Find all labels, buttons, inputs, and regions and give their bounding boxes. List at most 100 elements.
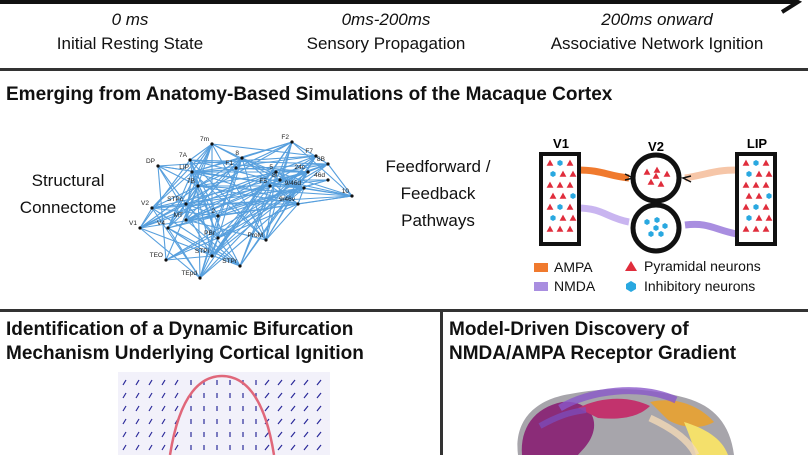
connectome-edge bbox=[291, 141, 329, 165]
connectome-edge bbox=[167, 171, 193, 229]
legend-pyramidal-label: Pyramidal neurons bbox=[644, 258, 761, 274]
connectome-node bbox=[268, 184, 272, 188]
pyramidal-neuron bbox=[546, 181, 554, 188]
connectome-edge bbox=[139, 159, 191, 229]
timeline-stage-resting: 0 ms Initial Resting State bbox=[0, 8, 260, 56]
legend-ampa-label: AMPA bbox=[554, 259, 593, 275]
connectome-node-label: 7A bbox=[179, 152, 188, 159]
connectome-node-label: TEpd bbox=[181, 270, 197, 277]
vector-field-arrow bbox=[122, 444, 127, 451]
connectome-edge bbox=[139, 215, 219, 229]
nmda-swatch bbox=[534, 281, 548, 291]
connectome-edge bbox=[239, 185, 271, 267]
connectome-node bbox=[196, 184, 200, 188]
connectome-node bbox=[190, 170, 194, 174]
connectome-node bbox=[326, 178, 330, 182]
connectome-node bbox=[314, 154, 318, 158]
timeline-time: 0ms-200ms bbox=[341, 10, 431, 29]
connectome-edge bbox=[139, 203, 187, 229]
pyramidal-neuron bbox=[765, 214, 773, 221]
pyramidal-neuron bbox=[566, 181, 574, 188]
connectome-edge bbox=[269, 171, 309, 187]
vector-field-arrow bbox=[122, 379, 127, 386]
legend-ampa: AMPA bbox=[534, 259, 593, 275]
divider-vertical bbox=[440, 312, 443, 455]
connectome-node-label: V1 bbox=[129, 220, 137, 227]
section-title: Emerging from Anatomy-Based Simulations … bbox=[6, 84, 613, 105]
connectome-edge bbox=[167, 227, 213, 257]
vector-field-arrow bbox=[277, 392, 283, 399]
vector-field-arrow bbox=[161, 392, 166, 399]
legend-nmda: NMDA bbox=[534, 278, 595, 294]
timeline-label: Associative Network Ignition bbox=[550, 34, 764, 53]
inhibitory-neuron bbox=[753, 204, 759, 210]
connectome-edge bbox=[151, 203, 187, 209]
connectome-node bbox=[184, 202, 188, 206]
connectome-edge bbox=[197, 163, 329, 187]
connectome-node bbox=[234, 166, 238, 170]
timeline-label: Initial Resting State bbox=[56, 34, 204, 53]
connectome-node bbox=[166, 226, 170, 230]
connectome-edge bbox=[151, 185, 199, 209]
vector-field-arrow bbox=[122, 431, 127, 438]
pyramidal-neuron bbox=[762, 159, 770, 166]
pyramidal-neuron bbox=[549, 192, 557, 199]
vector-field-arrow bbox=[161, 418, 166, 425]
vector-field-arrow bbox=[148, 418, 153, 425]
connectome-edge bbox=[167, 227, 241, 267]
connectome-edge bbox=[211, 155, 317, 257]
connectome-node bbox=[184, 218, 188, 222]
connectome-edge bbox=[167, 227, 201, 279]
connectome-edge bbox=[303, 187, 353, 197]
connectome-node-label: DP bbox=[146, 158, 155, 165]
pyramidal-neuron bbox=[569, 170, 577, 177]
gradient-title-line2: NMDA/AMPA Receptor Gradient bbox=[449, 343, 737, 364]
connectome-edge bbox=[199, 141, 293, 279]
connectome-edge bbox=[197, 185, 299, 205]
connectome-edge bbox=[197, 185, 353, 197]
inhibitory-neuron bbox=[653, 225, 659, 231]
vector-field-arrow bbox=[174, 444, 179, 451]
connectome-node bbox=[350, 194, 354, 198]
inhibitory-neuron bbox=[557, 204, 563, 210]
connectome-node-label: STPi bbox=[195, 248, 209, 255]
pyramidal-neuron bbox=[742, 181, 750, 188]
vector-field-arrow bbox=[122, 392, 127, 399]
connectome-node-label: F1 bbox=[225, 160, 233, 167]
connectome-node-label: TEO bbox=[150, 252, 163, 259]
connectome-node-label: 8B bbox=[317, 156, 325, 163]
connectome-edge bbox=[151, 195, 353, 209]
vector-field-arrow bbox=[135, 418, 140, 425]
connectome-node-label: 46d bbox=[314, 172, 325, 179]
connectome-edge bbox=[139, 171, 277, 229]
connectome-node bbox=[238, 264, 242, 268]
pathways-label-line1: Feedforward / bbox=[385, 157, 491, 176]
connectome-node bbox=[210, 254, 214, 258]
pyramidal-neuron bbox=[762, 225, 770, 232]
v1-box bbox=[539, 152, 581, 246]
pyramidal-neuron bbox=[559, 192, 567, 199]
connectome-edge bbox=[151, 207, 241, 267]
legend-inhibitory-label: Inhibitory neurons bbox=[644, 278, 756, 294]
vector-field-arrow bbox=[174, 405, 179, 412]
connectome-edge bbox=[217, 187, 305, 239]
pyramidal-neuron bbox=[647, 178, 655, 185]
pyramidal-neuron bbox=[556, 225, 564, 232]
connectome-label: Structural Connectome bbox=[8, 167, 128, 221]
vector-field-arrow bbox=[148, 379, 153, 386]
inhibitory-neuron bbox=[658, 231, 664, 237]
connectome-edge bbox=[191, 155, 317, 173]
connectome-edge bbox=[189, 159, 219, 217]
pyramidal-neuron bbox=[566, 203, 574, 210]
connectome-node-label: 7m bbox=[200, 136, 209, 143]
pyramidal-neuron bbox=[755, 170, 763, 177]
vector-field-arrow bbox=[303, 379, 309, 386]
timeline-label: Sensory Propagation bbox=[306, 34, 466, 53]
connectome-edge bbox=[185, 155, 317, 205]
vector-field-arrow bbox=[290, 392, 296, 399]
pyramidal-neuron bbox=[556, 181, 564, 188]
pyramidal-neuron bbox=[765, 170, 773, 177]
vector-field-arrow bbox=[316, 405, 322, 412]
connectome-node bbox=[264, 238, 268, 242]
nmda-fb-connector bbox=[684, 220, 738, 238]
